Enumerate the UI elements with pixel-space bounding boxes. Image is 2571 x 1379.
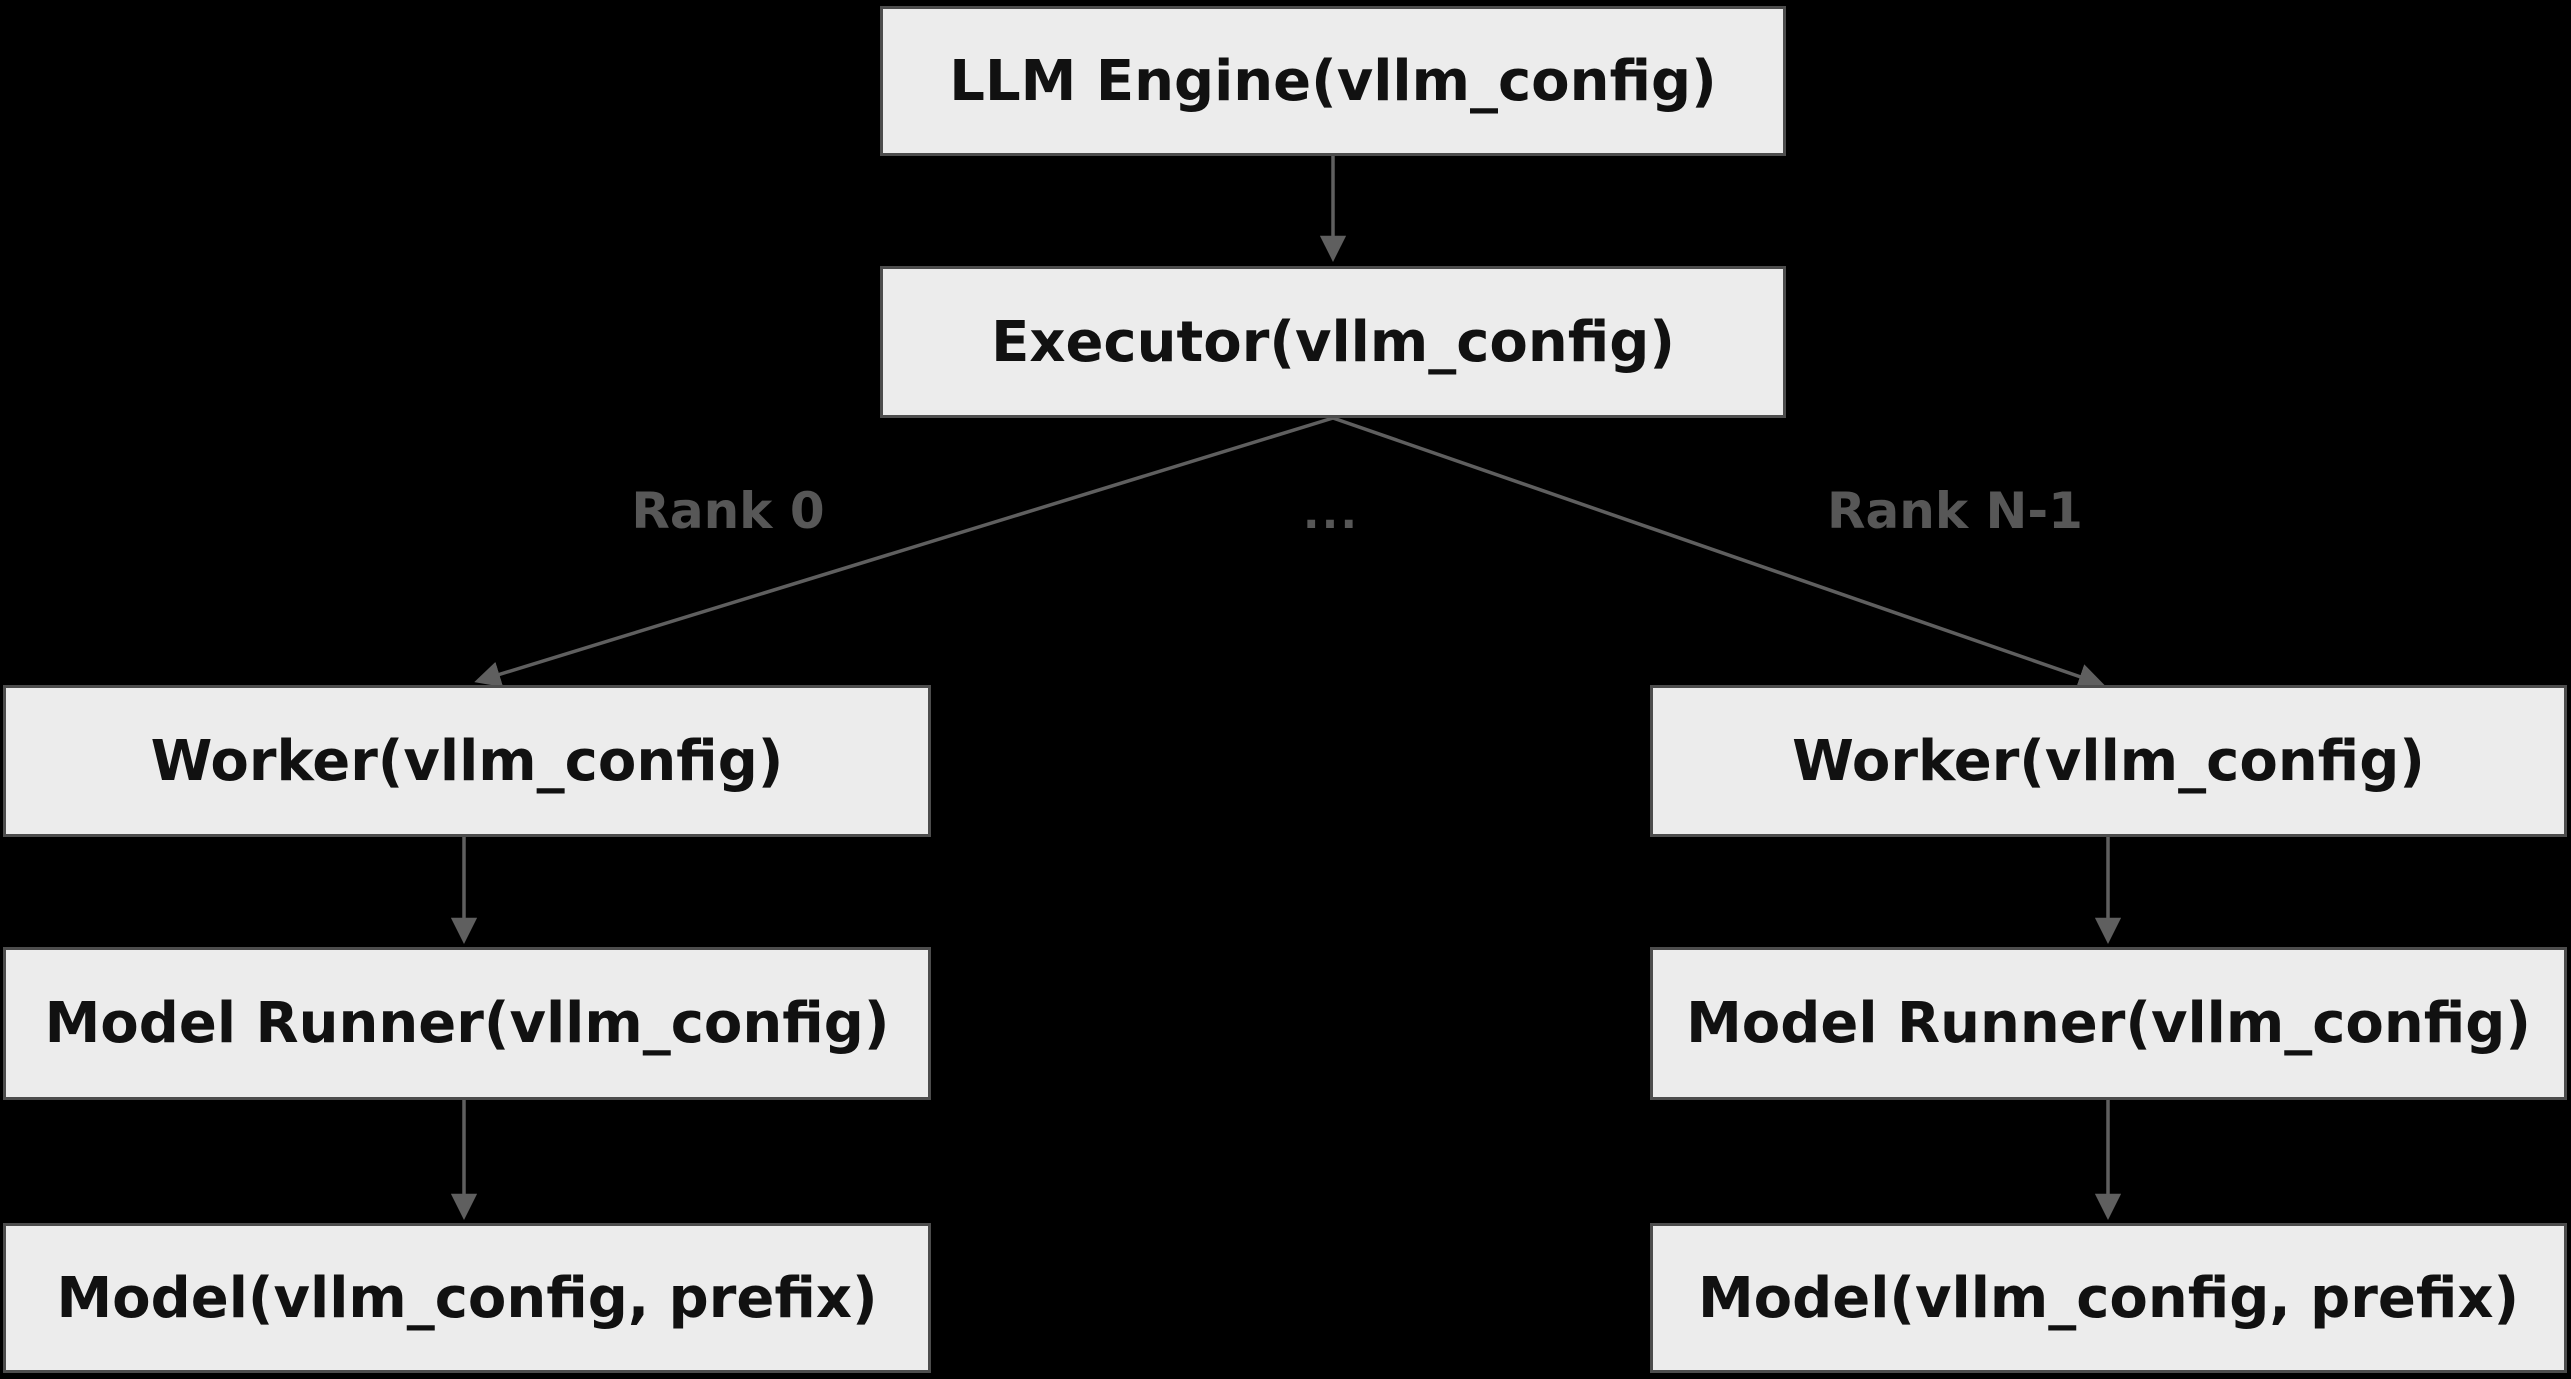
edge-label-ellipsis: ... — [1302, 488, 1360, 539]
node-model-left-label: Model(vllm_config, prefix) — [56, 1265, 878, 1331]
node-model-left: Model(vllm_config, prefix) — [3, 1223, 931, 1373]
edge-executor-to-worker-right — [1332, 416, 2105, 690]
node-model-right-label: Model(vllm_config, prefix) — [1697, 1265, 2520, 1331]
node-worker-right: Worker(vllm_config) — [1650, 685, 2567, 837]
node-worker-right-label: Worker(vllm_config) — [1792, 728, 2425, 794]
node-model-runner-right-label: Model Runner(vllm_config) — [1686, 991, 2531, 1056]
node-llm-engine-label: LLM Engine(vllm_config) — [949, 48, 1717, 114]
node-executor-label: Executor(vllm_config) — [991, 309, 1675, 375]
node-worker-left: Worker(vllm_config) — [3, 685, 931, 837]
node-worker-left-label: Worker(vllm_config) — [150, 728, 784, 794]
node-model-runner-left-label: Model Runner(vllm_config) — [44, 991, 890, 1056]
edge-label-rank-0: Rank 0 — [631, 482, 825, 540]
node-model-runner-left: Model Runner(vllm_config) — [3, 947, 931, 1100]
node-llm-engine: LLM Engine(vllm_config) — [880, 6, 1786, 156]
node-executor: Executor(vllm_config) — [880, 266, 1786, 418]
edge-executor-to-worker-left — [474, 416, 1334, 687]
node-model-right: Model(vllm_config, prefix) — [1650, 1223, 2567, 1373]
edge-label-rank-n-1: Rank N-1 — [1827, 482, 2083, 540]
node-model-runner-right: Model Runner(vllm_config) — [1650, 947, 2567, 1100]
